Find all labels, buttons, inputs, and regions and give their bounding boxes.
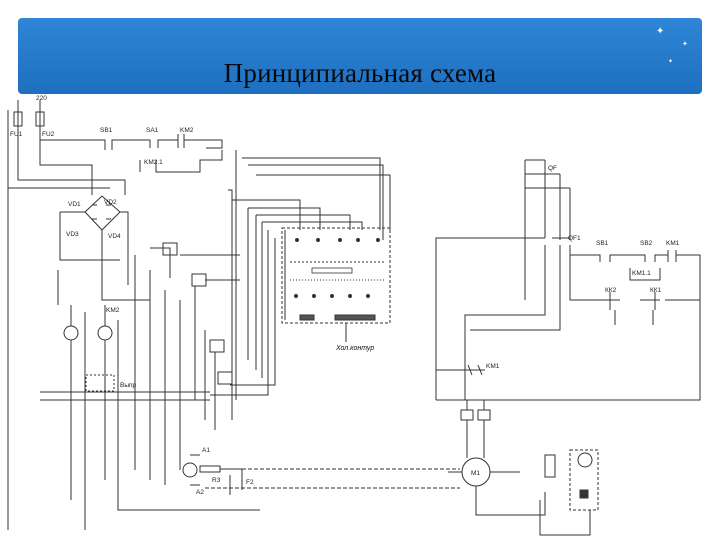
label-kk1: КК1	[650, 287, 662, 294]
label-a2: A2	[196, 489, 204, 496]
label-qf1: QF1	[568, 235, 581, 242]
label-vd3: VD3	[66, 231, 79, 238]
fuse-fu2	[35, 111, 45, 127]
label-qf: QF	[548, 165, 557, 172]
slide-title: Принципиальная схема	[223, 58, 497, 88]
label-controller: Хол.контур	[335, 345, 374, 352]
label-vd2: VD2	[104, 199, 117, 206]
label-kk2: КК2	[605, 287, 617, 294]
title-banner: ✦ ✦ ✦	[18, 18, 702, 94]
label-f2: F2	[246, 479, 254, 486]
meter-pa	[97, 325, 113, 341]
label-vd1: VD1	[68, 201, 81, 208]
controller-block	[281, 227, 391, 324]
label-sa1: SA1	[146, 127, 159, 134]
label-fu1: FU1	[10, 131, 23, 138]
motor-small	[182, 462, 198, 478]
label-km1-1: KM1.1	[632, 270, 651, 277]
label-km2-coil: KM2	[180, 127, 194, 134]
label-sb1-right: SB1	[596, 240, 609, 247]
label-supply: 220	[36, 95, 47, 102]
label-fu2: FU2	[42, 131, 55, 138]
sparkle-icon: ✦	[668, 58, 674, 65]
label-sb2: SB2	[640, 240, 653, 247]
label-km1-contacts: KM1	[486, 363, 500, 370]
label-km2-1: KM2.1	[144, 159, 163, 166]
label-vd4: VD4	[108, 233, 121, 240]
label-r3: R3	[212, 477, 221, 484]
label-km2-contact: KM2	[106, 307, 120, 314]
label-km1-coil: KM1	[666, 240, 680, 247]
meter-pv	[63, 325, 79, 341]
fuse-fu1	[13, 111, 23, 127]
label-a1: A1	[202, 447, 210, 454]
label-motor: M1	[471, 470, 480, 477]
sparkle-icon: ✦	[682, 40, 688, 48]
label-sb1-left: SB1	[100, 127, 113, 134]
label-vyp: Выпр	[120, 382, 137, 389]
sparkle-icon: ✦	[656, 26, 665, 37]
